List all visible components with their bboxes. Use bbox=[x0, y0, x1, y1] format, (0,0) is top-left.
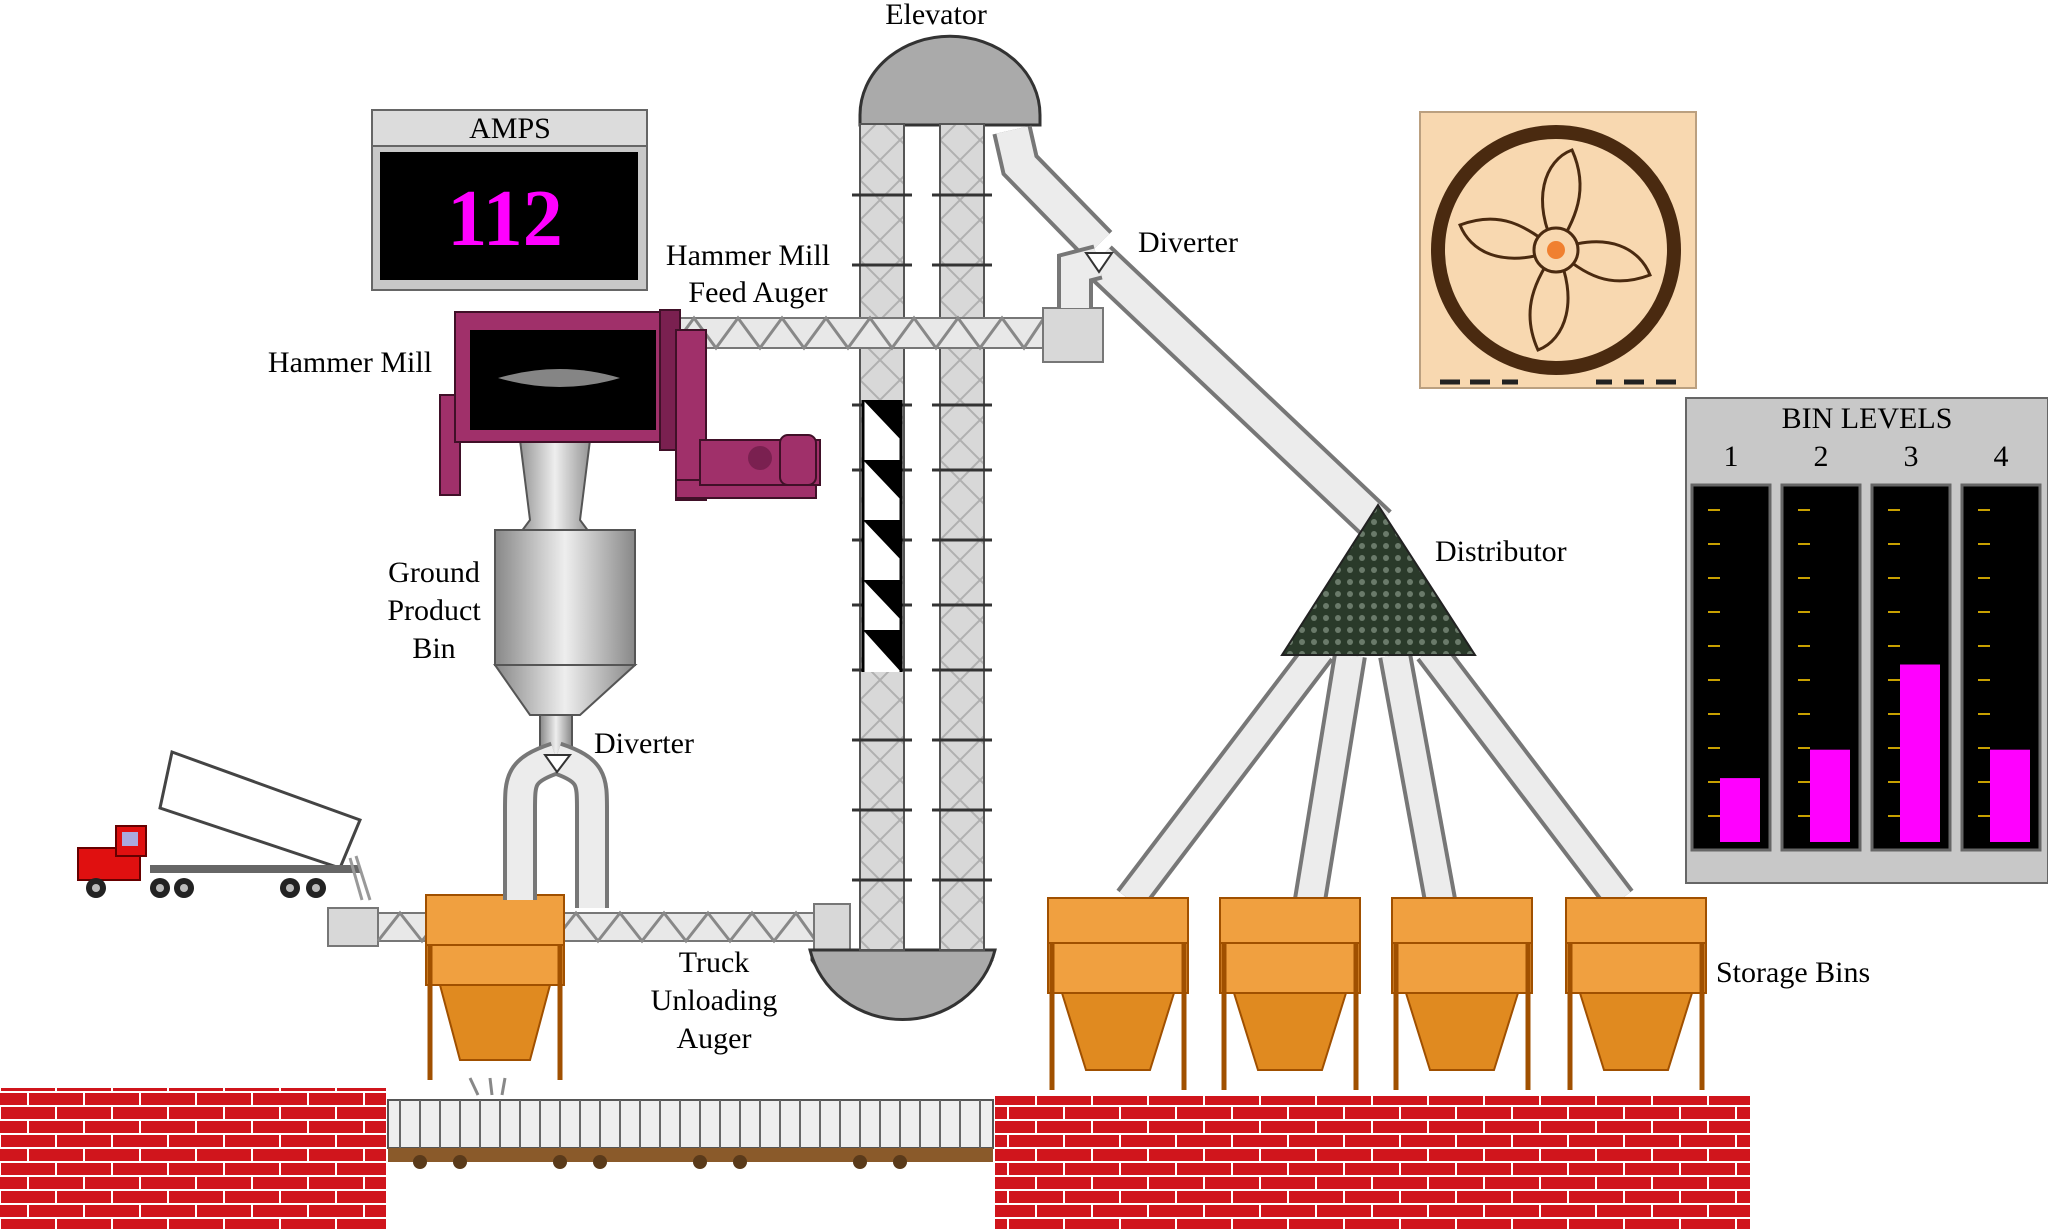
brick-foundation-right bbox=[995, 1096, 1750, 1229]
bin-level-label: 3 bbox=[1904, 440, 1919, 473]
receiving-hopper bbox=[425, 894, 565, 1096]
label-feed-auger-2: Feed Auger bbox=[688, 276, 827, 309]
bin-level-label: 1 bbox=[1724, 440, 1739, 473]
storage-bin bbox=[1047, 897, 1189, 1090]
hammer-mill bbox=[439, 309, 821, 501]
label-diverter-top: Diverter bbox=[1138, 226, 1238, 259]
ground-product-bin bbox=[493, 439, 638, 908]
label-truck-auger-2: Unloading bbox=[651, 984, 778, 1017]
distribution-pipes bbox=[992, 125, 1634, 911]
bin-levels-panel: BIN LEVELS 1 2 3 4 bbox=[1685, 397, 2048, 884]
rail-car bbox=[387, 1099, 994, 1169]
hammer-mill-feed-auger bbox=[670, 307, 1104, 363]
fan-icon bbox=[1419, 111, 1697, 389]
label-ground-bin-2: Product bbox=[387, 594, 481, 627]
bin-level-bar bbox=[1990, 749, 2030, 842]
bin-level-bar bbox=[1810, 749, 1850, 842]
brick-foundation-left bbox=[0, 1088, 386, 1229]
label-truck-auger-3: Auger bbox=[677, 1022, 752, 1055]
label-ground-bin-3: Bin bbox=[412, 632, 455, 665]
label-diverter-bottom: Diverter bbox=[594, 727, 694, 760]
bin-level-label: 2 bbox=[1814, 440, 1829, 473]
storage-bin bbox=[1219, 897, 1361, 1090]
label-ground-bin-1: Ground bbox=[388, 556, 480, 589]
label-storage-bins: Storage Bins bbox=[1716, 956, 1870, 989]
amps-value: 112 bbox=[447, 175, 563, 263]
truck-unloading-auger bbox=[327, 903, 851, 951]
bin-level-bar bbox=[1900, 664, 1940, 842]
storage-bin bbox=[1565, 897, 1707, 1090]
bin-level-label: 4 bbox=[1994, 440, 2009, 473]
label-distributor: Distributor bbox=[1435, 535, 1567, 568]
bin-level-bar bbox=[1720, 778, 1760, 842]
label-elevator: Elevator bbox=[885, 0, 987, 31]
label-feed-auger-1: Hammer Mill bbox=[666, 239, 830, 272]
dump-truck bbox=[77, 750, 372, 901]
distributor bbox=[1280, 503, 1477, 656]
amps-title: AMPS bbox=[469, 112, 551, 145]
bin-levels-title: BIN LEVELS bbox=[1782, 402, 1953, 435]
amps-panel: AMPS 112 bbox=[371, 109, 648, 291]
label-truck-auger-1: Truck bbox=[679, 946, 750, 979]
label-hammer-mill: Hammer Mill bbox=[268, 346, 432, 379]
bucket-elevator bbox=[808, 34, 1042, 1021]
storage-bin bbox=[1391, 897, 1533, 1090]
